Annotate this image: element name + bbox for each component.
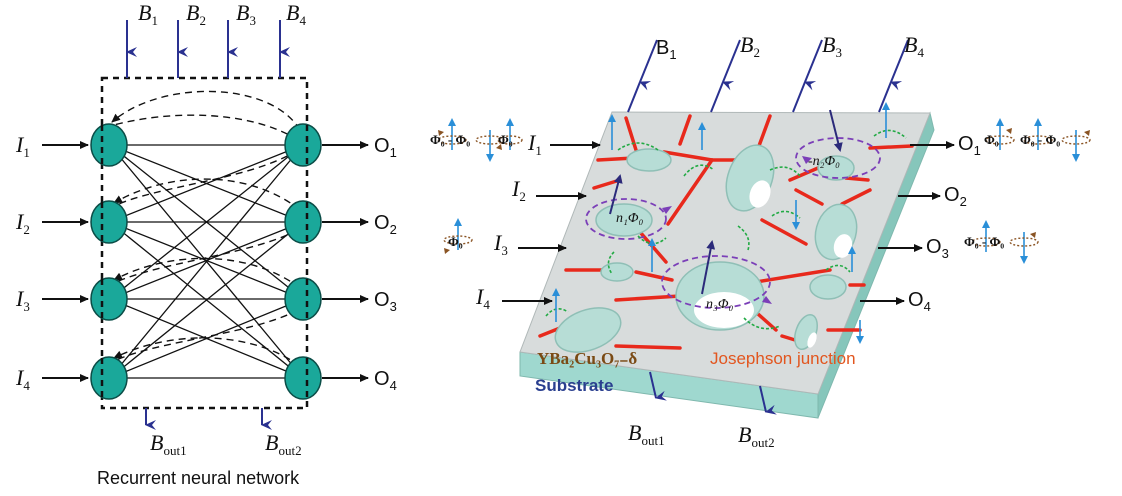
flux-label-n3: n₃Φ₀ [706,297,734,312]
device-input-label-3: I3 [493,230,508,258]
phi-label-in1-right: Φ₀ [498,132,513,147]
rnn-bias-inputs [126,20,290,78]
rnn-output-label-4: O4 [374,368,397,393]
device-output-label-1: O1 [958,133,981,158]
hole-6 [600,262,634,282]
device-diagram: n₁Φ₀ -n₂Φ₀ n₃Φ₀ [430,32,1091,450]
rnn-input-neuron-1 [90,123,128,167]
rnn-diagram: B1 B2 B3 B4 [15,0,397,488]
junction-label: Josephson junction [710,349,856,368]
device-input-arrows [502,141,601,305]
rnn-bias-label-2: B2 [186,0,206,28]
device-input-label-2: I2 [511,176,526,204]
rnn-caption: Recurrent neural network [97,468,300,488]
flux-label-n1: n₁Φ₀ [616,211,644,226]
rnn-output-neuron-3 [284,277,322,321]
phi-indicators [437,118,1091,264]
rnn-bias-label-4: B4 [286,0,306,28]
current-arrows [552,102,890,344]
hole-9 [554,307,622,353]
material-label: YBa₂Cu₃O₇₋δ [537,349,637,368]
rnn-output-label-1: O1 [374,135,397,160]
rnn-input-neuron-3 [90,277,128,321]
device-input-label-4: I4 [475,284,490,312]
rnn-output-arrows [322,141,369,382]
rnn-bias-outputs [145,408,272,430]
rnn-output-neuron-2 [284,200,322,244]
device-input-label-1: I1 [527,130,542,158]
rnn-bias-out-label-1: Bout1 [150,430,187,458]
rnn-dashed-box [100,76,309,410]
phi-label-out1-left: Φ₀ [984,132,999,147]
hole-3 [817,155,855,181]
phi-label-in3: Φ₀ [448,234,463,249]
device-output-arrows [860,141,955,305]
device-bias-label-3: B3 [822,32,842,60]
device-bias-out-label-1: Bout1 [628,420,665,448]
device-output-label-2: O2 [944,184,967,209]
device-bias-out-label-2: Bout2 [738,422,775,450]
rnn-connections [109,144,304,379]
phi-label-out3: Φ₀ - Φ₀ [964,234,1004,249]
rnn-input-label-2: I2 [15,209,30,237]
phi-label-in1-left: Φ₀ - Φ₀ [430,132,470,147]
flux-arrows [609,109,843,295]
rnn-input-label-4: I4 [15,365,30,393]
rnn-output-neurons [284,123,322,400]
rnn-input-neurons [90,123,128,400]
rnn-input-label-1: I1 [15,132,30,160]
rnn-bias-out-label-2: Bout2 [265,430,302,458]
rnn-output-neuron-1 [284,123,322,167]
hole-1 [626,148,672,172]
device-bias-outputs [649,371,777,415]
flux-label-n2: -n₂Φ₀ [808,154,840,169]
rnn-input-label-3: I3 [15,286,30,314]
phi-label-out1-right: Φ₀ - Φ₀ [1020,132,1060,147]
rnn-recurrent-arcs [111,90,301,367]
rnn-bias-label-3: B3 [236,0,256,28]
device-output-label-4: O4 [908,289,931,314]
rnn-output-label-3: O3 [374,289,397,314]
device-bias-label-2: B2 [740,32,760,60]
substrate-label: Substrate [535,376,613,395]
rnn-output-label-2: O2 [374,212,397,237]
device-output-label-3: O3 [926,236,949,261]
rnn-bias-label-1: B1 [138,0,158,28]
hole-8 [809,274,847,300]
rnn-input-neuron-2 [90,200,128,244]
device-bias-inputs [627,39,909,113]
device-bias-label-1: B1 [656,37,677,62]
rnn-output-neuron-4 [284,356,322,400]
rnn-input-arrows [42,141,89,382]
device-bias-label-4: B4 [904,32,924,60]
rnn-input-neuron-4 [90,356,128,400]
